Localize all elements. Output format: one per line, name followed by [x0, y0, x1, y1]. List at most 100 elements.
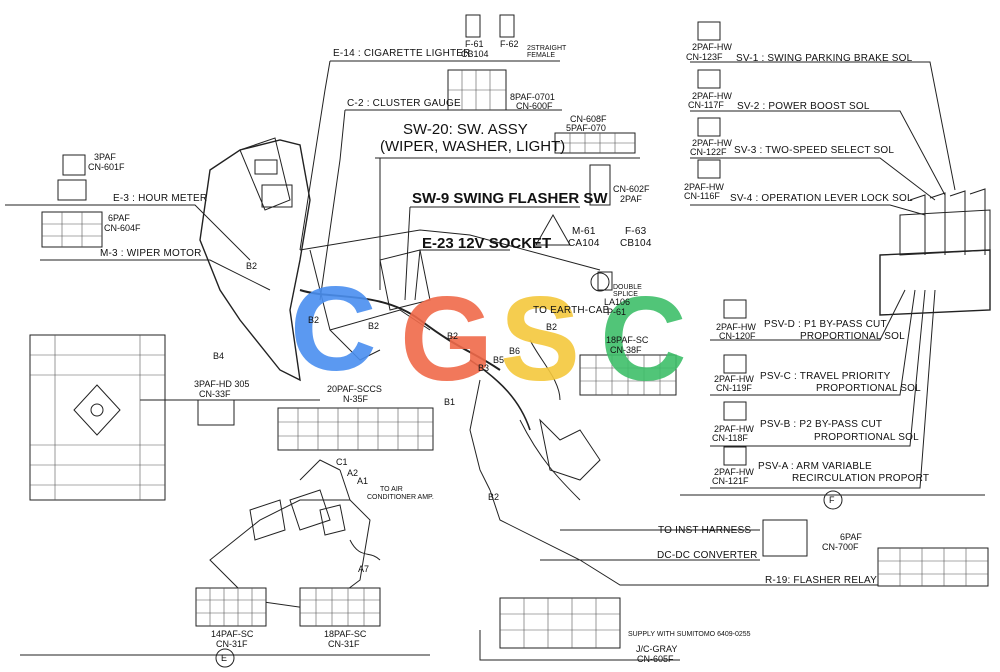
label-wiper-motor: M-3 : WIPER MOTOR	[100, 248, 202, 259]
label-cn-700f: CN-700F	[822, 542, 859, 552]
label-b2-c: B2	[368, 321, 380, 331]
label-f63: F-63	[625, 226, 647, 237]
label-cn-31f-a: CN-31F	[216, 639, 248, 649]
label-6paf-b: 6PAF	[840, 532, 862, 542]
label-sv3: SV-3 : TWO-SPEED SELECT SOL	[734, 145, 895, 156]
label-cn-31f-b: CN-31F	[328, 639, 360, 649]
label-f61: F-61	[465, 39, 484, 49]
label-6paf: 6PAF	[108, 213, 130, 223]
label-cn-123f: CN-123F	[686, 52, 723, 62]
label-sw20-line2: (WIPER, WASHER, LIGHT)	[380, 138, 566, 155]
label-cond-amp: CONDITIONER AMP.	[367, 494, 434, 501]
label-m61: M-61	[572, 226, 596, 237]
label-b2-d: B2	[447, 331, 459, 341]
label-cn-601f: CN-601F	[88, 162, 125, 172]
label-14paf-sc: 14PAF-SC	[211, 629, 254, 639]
label-psvd: PSV-D : P1 BY-PASS CUT	[764, 319, 887, 330]
label-psva: PSV-A : ARM VARIABLE	[758, 461, 872, 472]
label-paf-hw-3: 2PAF-HW	[692, 138, 732, 148]
ground-triangle	[535, 213, 571, 246]
label-paf-hw-1: 2PAF-HW	[692, 42, 732, 52]
watermark-letter-s: S	[500, 272, 580, 406]
label-cn-38f: CN-38F	[610, 345, 642, 355]
label-circle-f: F	[829, 495, 835, 505]
label-f62: F-62	[500, 39, 519, 49]
label-a2: A2	[347, 468, 359, 478]
label-cn-121f: CN-121F	[712, 476, 749, 486]
label-paf-hw-8: 2PAF-HW	[714, 467, 754, 477]
label-cn-118f: CN-118F	[712, 433, 748, 443]
label-paf-2: 2PAF	[620, 194, 642, 204]
label-circle-e: E	[221, 653, 228, 663]
label-double-splice: DOUBLE SPLICE	[613, 284, 642, 298]
label-b2-b: B2	[308, 315, 320, 325]
label-b1: B1	[444, 397, 456, 407]
label-cn-604f: CN-604F	[104, 223, 141, 233]
label-cn-0701: 8PAF-0701	[510, 92, 555, 102]
label-paf-hw-2: 2PAF-HW	[692, 91, 732, 101]
label-to-earth: TO EARTH-CAB	[533, 305, 610, 316]
label-b6: B6	[509, 346, 521, 356]
label-paf-hw-6: 2PAF-HW	[714, 374, 754, 384]
label-cn-116f: CN-116F	[684, 191, 720, 201]
label-ca104: CA104	[568, 238, 600, 249]
label-sv2: SV-2 : POWER BOOST SOL	[737, 101, 870, 112]
circle-marker-f	[823, 490, 843, 510]
label-18paf-sc-b: 18PAF-SC	[324, 629, 367, 639]
label-cn-33f: CN-33F	[199, 389, 231, 399]
label-cn-605f: CN-605F	[637, 654, 674, 664]
label-psvc: PSV-C : TRAVEL PRIORITY	[760, 371, 891, 382]
label-sw9: SW-9 SWING FLASHER SW	[412, 190, 608, 207]
label-paf-hw-5: 2PAF-HW	[716, 322, 756, 332]
label-cn-608f: CN-608F	[570, 114, 607, 124]
label-b5: B5	[493, 355, 505, 365]
watermark-letter-c1: C	[290, 262, 377, 396]
label-cn-120f: CN-120F	[719, 331, 756, 341]
label-psvb2: PROPORTIONAL SOL	[814, 432, 919, 443]
label-cb104: CB104	[620, 238, 652, 249]
label-r19: R-19: FLASHER RELAY	[765, 575, 877, 586]
label-dcdc: DC-DC CONVERTER	[657, 550, 758, 561]
label-a1: A1	[357, 476, 369, 486]
label-cn-600f: CN-600F	[516, 101, 553, 111]
label-cn-602f: CN-602F	[613, 184, 650, 194]
label-cn-117f: CN-117F	[688, 100, 724, 110]
label-supply: SUPPLY WITH SUMITOMO 6409-0255	[628, 631, 751, 638]
label-cb104-top: CB104	[461, 49, 489, 59]
label-paf-hw-4: 2PAF-HW	[684, 182, 724, 192]
label-psvd2: PROPORTIONAL SOL	[800, 331, 905, 342]
watermark-letter-g: G	[400, 272, 493, 406]
label-paf-070: 5PAF-070	[566, 123, 606, 133]
label-cig-lighter: E-14 : CIGARETTE LIGHTER	[333, 48, 471, 59]
label-3paf: 3PAF	[94, 152, 116, 162]
label-a7: A7	[358, 564, 370, 574]
label-3paf-hd: 3PAF-HD 305	[194, 379, 250, 389]
label-b2-a: B2	[246, 261, 258, 271]
label-psvc2: PROPORTIONAL SOL	[816, 383, 921, 394]
label-20paf: 20PAF-SCCS	[327, 384, 382, 394]
label-la106: LA106	[604, 297, 631, 307]
label-b4: B4	[213, 351, 225, 361]
label-jc-gray: J/C-GRAY	[636, 644, 678, 654]
label-hour-meter: E-3 : HOUR METER	[113, 193, 208, 204]
label-sw20-line1: SW-20: SW. ASSY	[403, 121, 528, 138]
label-sv1: SV-1 : SWING PARKING BRAKE SOL	[736, 53, 913, 64]
label-psva2: RECIRCULATION PROPORT	[792, 473, 930, 484]
watermark-letter-c2: C	[600, 272, 687, 406]
label-b2-e: B2	[546, 322, 558, 332]
label-e23: E-23 12V SOCKET	[422, 235, 552, 252]
label-paf-hw-7: 2PAF-HW	[714, 424, 754, 434]
circle-marker-e	[215, 648, 235, 668]
label-to-inst: TO INST HARNESS	[658, 525, 752, 536]
label-cn-122f: CN-122F	[690, 147, 727, 157]
label-cluster-gauge: C-2 : CLUSTER GAUGE	[347, 98, 461, 109]
label-straight-female: 2STRAIGHT FEMALE	[527, 45, 567, 59]
label-psvb: PSV-B : P2 BY-PASS CUT	[760, 419, 883, 430]
label-cn-119f: CN-119F	[716, 383, 752, 393]
label-to-air: TO AIR	[380, 486, 403, 493]
label-b2-f: B2	[488, 492, 500, 502]
label-p61: P-61	[607, 307, 627, 317]
watermark: C G S C	[290, 262, 687, 406]
